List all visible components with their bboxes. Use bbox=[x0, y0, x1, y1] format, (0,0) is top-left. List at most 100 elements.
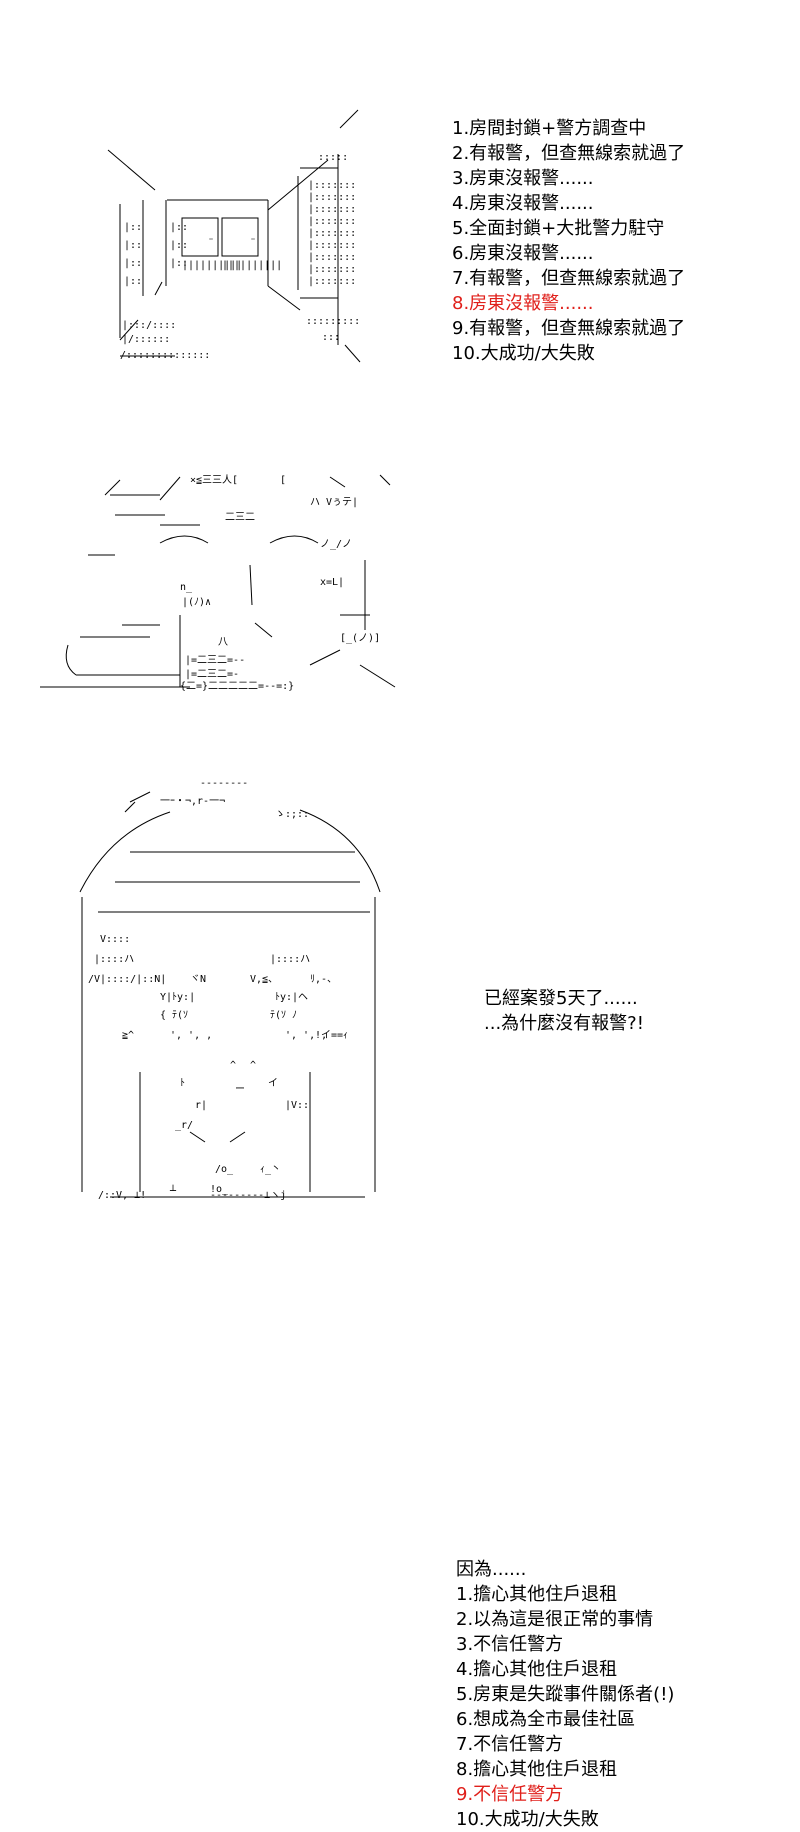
list-item: 7.不信任警方 bbox=[456, 1734, 564, 1755]
panel-room: ::::: |::::::: |::::::: |::::::: |::::::… bbox=[0, 0, 800, 400]
svg-text:[_(ノ)]: [_(ノ)] bbox=[340, 633, 380, 644]
list-heading: 因為...... bbox=[456, 1559, 527, 1580]
svg-text:ﾄy:|ヘ: ﾄy:|ヘ bbox=[275, 992, 308, 1003]
svg-text:|::: |:: bbox=[170, 240, 188, 251]
svg-text:r|: r| bbox=[195, 1100, 207, 1111]
svg-text:|::: |:: bbox=[170, 222, 188, 233]
svg-text:!イ==ｨ: !イ==ｨ bbox=[315, 1030, 348, 1041]
svg-text:|::::ハ: |::::ハ bbox=[94, 954, 134, 965]
svg-text:ﾘ,-、: ﾘ,-、 bbox=[310, 974, 337, 985]
list-item: 2.以為這是很正常的事情 bbox=[456, 1609, 654, 1630]
list-item: 1.擔心其他住戶退租 bbox=[456, 1584, 618, 1605]
dialog-text: 已經案發5天了...... ...為什麼沒有報警?! bbox=[484, 986, 644, 1036]
portrait-illustration: -------- 一ｰ・¬,r‐一¬ ゝ:;:: V:::: |::::ハ |:… bbox=[70, 772, 395, 1200]
dialog-line: 已經案發5天了...... bbox=[484, 988, 638, 1009]
svg-text:|:::::::: |::::::: bbox=[308, 252, 356, 263]
svg-text:n_: n_ bbox=[180, 582, 193, 593]
svg-text:|:::::::: |::::::: bbox=[308, 216, 356, 227]
svg-text:_r/: _r/ bbox=[175, 1120, 193, 1131]
svg-text:V,≦、: V,≦、 bbox=[250, 974, 278, 985]
list-item: 6.房東沒報警...... bbox=[452, 243, 594, 264]
svg-text:|::: |:: bbox=[124, 258, 142, 269]
list-item: 6.想成為全市最佳社區 bbox=[456, 1709, 636, 1730]
character-ascii-art: ×≦三三人[ [ ハ Vぅテ| 二三二 n_ |(ﾉ)∧ x=L| |=二三二=… bbox=[40, 474, 396, 692]
list-item: 5.房東是失蹤事件關係者(!) bbox=[456, 1684, 675, 1705]
svg-text:V::::: V:::: bbox=[100, 934, 130, 945]
list-item: 10.大成功/大失敗 bbox=[456, 1809, 599, 1830]
svg-text:¨: ¨ bbox=[208, 238, 214, 249]
svg-text:|V::: |V:: bbox=[285, 1100, 309, 1111]
dialog-line: ...為什麼沒有報警?! bbox=[484, 1013, 644, 1034]
svg-text:|::: |:: bbox=[170, 258, 188, 269]
panel-character: ×≦三三人[ [ ハ Vぅテ| 二三二 n_ |(ﾉ)∧ x=L| |=二三二=… bbox=[0, 400, 800, 1034]
svg-text:|/::::::: |/:::::: bbox=[122, 334, 170, 345]
svg-text:|=二三二=--: |=二三二=-- bbox=[185, 655, 245, 666]
list-item-highlighted: 8.房東沒報警...... bbox=[452, 293, 594, 314]
svg-text:ﾃ(ｿ ﾉ: ﾃ(ｿ ﾉ bbox=[270, 1010, 297, 1021]
svg-text:|:::::::: |::::::: bbox=[308, 180, 356, 191]
list-item: 2.有報警，但查無線索就過了 bbox=[452, 143, 686, 164]
svg-text:|=二三二=-: |=二三二=- bbox=[185, 669, 239, 680]
svg-text:', ', ,: ', ', , bbox=[285, 1030, 327, 1041]
svg-text:|::: |:: bbox=[124, 222, 142, 233]
list-item: 9.有報警，但查無線索就過了 bbox=[452, 318, 686, 339]
svg-text:', ', ,: ', ', , bbox=[170, 1030, 212, 1041]
list-item: 8.擔心其他住戶退租 bbox=[456, 1759, 618, 1780]
svg-text:ｨ_丶: ｨ_丶 bbox=[260, 1164, 281, 1175]
svg-text:|::: |:: bbox=[124, 276, 142, 287]
list-item: 1.房間封鎖+警方調查中 bbox=[452, 118, 647, 139]
svg-text:ノ_/ノ: ノ_/ノ bbox=[320, 539, 352, 550]
svg-text:┴: ┴ bbox=[169, 1184, 177, 1197]
svg-text:^: ^ bbox=[230, 1060, 236, 1071]
svg-text:^: ^ bbox=[250, 1060, 256, 1071]
outcome-list: 1.房間封鎖+警方調查中 2.有報警，但查無線索就過了 3.房東沒報警.....… bbox=[452, 116, 685, 366]
svg-text:/::::::::::::::: /:::::::::::::: bbox=[120, 350, 210, 361]
svg-text:|:::::::: |::::::: bbox=[308, 240, 356, 251]
svg-text:Y|ﾄy:|: Y|ﾄy:| bbox=[160, 992, 195, 1003]
svg-text:|:::::::: |::::::: bbox=[308, 276, 356, 287]
character-illustration: ×≦三三人[ [ ハ Vぅテ| 二三二 n_ |(ﾉ)∧ x=L| |=二三二=… bbox=[40, 465, 405, 695]
svg-text:/V|::::/|::N|: /V|::::/|::N| bbox=[88, 974, 166, 985]
empty-room-illustration: ::::: |::::::: |::::::: |::::::: |::::::… bbox=[100, 100, 370, 375]
svg-text:--------: -------- bbox=[200, 778, 248, 789]
room-ascii-art: ::::: |::::::: |::::::: |::::::: |::::::… bbox=[107, 109, 361, 363]
svg-text:|:::::::: |::::::: bbox=[308, 192, 356, 203]
svg-text:≧^: ≧^ bbox=[122, 1030, 134, 1041]
svg-text:---------⊥ヽj: ---------⊥ヽj bbox=[210, 1190, 286, 1200]
svg-text:二三二: 二三二 bbox=[225, 512, 255, 523]
svg-text:|(ﾉ)∧: |(ﾉ)∧ bbox=[182, 597, 211, 608]
svg-text:¨: ¨ bbox=[250, 238, 256, 249]
svg-text:[: [ bbox=[280, 475, 286, 486]
svg-text:||||||||||: |||||||||| bbox=[182, 260, 242, 271]
svg-text:イ: イ bbox=[268, 1078, 278, 1089]
svg-text:|:::::::: |::::::: bbox=[308, 228, 356, 239]
svg-text:{ ﾃ(ｿ: { ﾃ(ｿ bbox=[160, 1010, 188, 1021]
svg-text:×≦三三人[: ×≦三三人[ bbox=[190, 474, 238, 486]
reasons-list: 因為...... 1.擔心其他住戶退租 2.以為這是很正常的事情 3.不信任警方… bbox=[456, 1557, 674, 1832]
svg-text:ゝ:;::: ゝ:;:: bbox=[275, 809, 309, 820]
svg-text::::: ::: bbox=[322, 332, 340, 343]
panel-portrait: -------- 一ｰ・¬,r‐一¬ ゝ:;:: V:::: |::::ハ |:… bbox=[0, 730, 800, 1830]
list-item-highlighted: 9.不信任警方 bbox=[456, 1784, 564, 1805]
list-item: 4.房東沒報警...... bbox=[452, 193, 594, 214]
svg-text:{二=}二二二二二=--=:}: {二=}二二二二二=--=:} bbox=[180, 681, 294, 692]
svg-text:一ｰ・¬,r‐一¬: 一ｰ・¬,r‐一¬ bbox=[160, 796, 225, 807]
svg-text::::::::::: ::::::::: bbox=[306, 316, 360, 327]
svg-text:|:::::::: |::::::: bbox=[308, 204, 356, 215]
svg-text:|:::::::: |::::::: bbox=[308, 264, 356, 275]
svg-text:!o_: !o_ bbox=[210, 1184, 229, 1195]
svg-text:八: 八 bbox=[218, 637, 228, 648]
svg-text:/::V,_⊥!: /::V,_⊥! bbox=[98, 1190, 146, 1200]
svg-text::::::: ::::: bbox=[318, 152, 348, 163]
list-item: 7.有報警，但查無線索就過了 bbox=[452, 268, 686, 289]
list-item: 5.全面封鎖+大批警力駐守 bbox=[452, 218, 665, 239]
svg-text:ﾄ: ﾄ bbox=[180, 1078, 185, 1089]
list-item: 4.擔心其他住戶退租 bbox=[456, 1659, 618, 1680]
list-item: 3.房東沒報警...... bbox=[452, 168, 594, 189]
list-item: 10.大成功/大失敗 bbox=[452, 343, 595, 364]
svg-text:|::::ハ: |::::ハ bbox=[270, 954, 310, 965]
list-item: 3.不信任警方 bbox=[456, 1634, 564, 1655]
svg-text:||||||||||: |||||||||| bbox=[222, 260, 282, 271]
svg-text:|:::/::::: |:::/:::: bbox=[122, 320, 176, 331]
svg-text:ー: ー bbox=[235, 1084, 245, 1095]
